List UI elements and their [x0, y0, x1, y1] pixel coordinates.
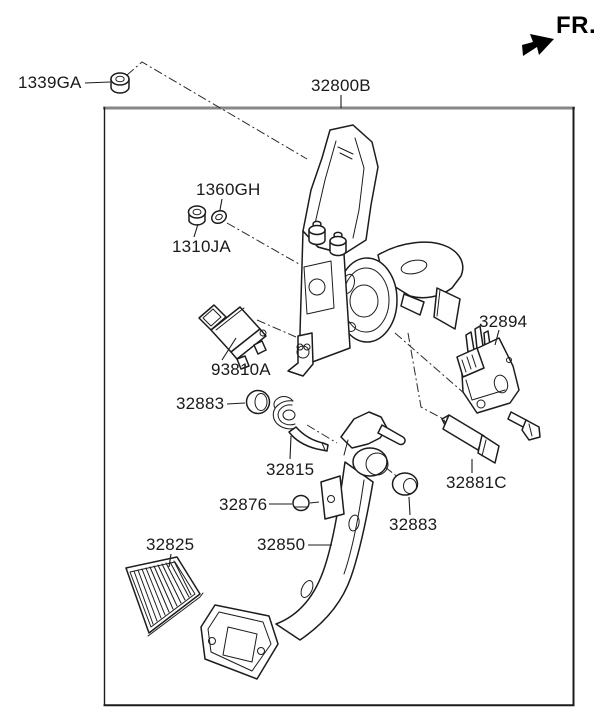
pedal-sensor-drawing	[456, 325, 520, 414]
part-label-32850: 32850	[257, 535, 306, 554]
washer-1360gh-drawing	[210, 209, 228, 225]
sensor-screw-drawing	[507, 411, 541, 441]
part-label-32894: 32894	[479, 312, 528, 331]
part-label-1360gh: 1360GH	[196, 180, 261, 199]
part-label-32883-right: 32883	[389, 515, 438, 534]
pedal-bracket-drawing	[287, 124, 464, 377]
stop-lamp-switch-drawing	[198, 304, 267, 370]
diagram-border	[103, 106, 575, 707]
part-label-32876: 32876	[219, 495, 268, 514]
nut-1310ja-drawing	[187, 205, 207, 226]
part-label-1310ja: 1310JA	[172, 237, 231, 256]
part-label-93810a: 93810A	[211, 360, 271, 379]
brake-pedal-arm-drawing	[200, 411, 406, 680]
return-spring-drawing	[272, 396, 329, 452]
part-label-32881c: 32881C	[446, 473, 507, 492]
pedal-pad-ribs	[133, 560, 192, 625]
part-label-1339ga: 1339GA	[18, 73, 82, 92]
leader-lines	[84, 81, 500, 568]
assembly-lines	[126, 61, 466, 479]
fr-direction-label: FR.	[556, 12, 597, 39]
part-label-32825: 32825	[146, 535, 195, 554]
pedal-pad-drawing	[125, 556, 204, 637]
bushing-32883-left-drawing	[245, 389, 271, 415]
part-label-32815: 32815	[266, 460, 315, 479]
part-label-32800b: 32800B	[311, 76, 371, 95]
nut-1339ga-drawing	[110, 72, 130, 94]
stopper-cap-32876-drawing	[292, 494, 320, 512]
fr-direction-arrow-icon	[522, 34, 554, 56]
bushing-32883-right-drawing	[391, 472, 419, 496]
part-label-32883-left: 32883	[176, 394, 225, 413]
pivot-bolt-32881c-drawing	[441, 414, 500, 464]
